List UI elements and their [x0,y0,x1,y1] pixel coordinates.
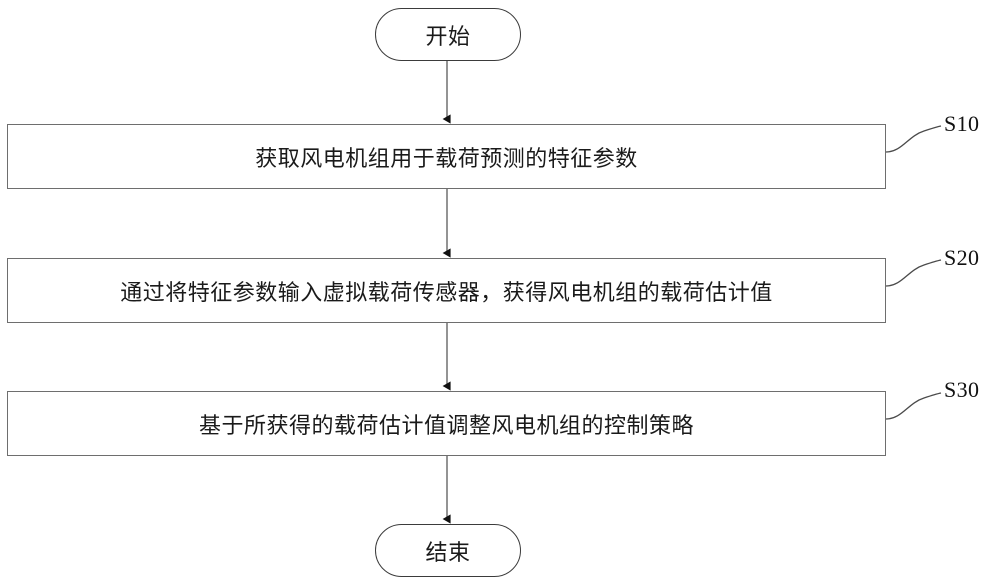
process-step-s20-label: 通过将特征参数输入虚拟载荷传感器，获得风电机组的载荷估计值 [120,279,773,305]
start-node-label: 开始 [425,23,471,49]
leader-line-s20 [885,259,942,287]
process-step-s30-label: 基于所获得的载荷估计值调整风电机组的控制策略 [198,412,694,438]
end-node-label: 结束 [425,539,471,565]
start-node: 开始 [375,8,521,61]
end-node: 结束 [375,524,521,577]
step-tag-s30: S30 [944,377,980,402]
process-step-s10-label: 获取风电机组用于载荷预测的特征参数 [255,145,638,171]
process-step-s20: 通过将特征参数输入虚拟载荷传感器，获得风电机组的载荷估计值 [7,258,886,323]
step-tag-s10: S10 [944,111,980,136]
leader-line-s10 [885,125,942,153]
step-tag-s20: S20 [944,245,980,270]
process-step-s30: 基于所获得的载荷估计值调整风电机组的控制策略 [7,391,886,456]
leader-line-s30 [885,392,942,420]
process-step-s10: 获取风电机组用于载荷预测的特征参数 [7,124,886,189]
